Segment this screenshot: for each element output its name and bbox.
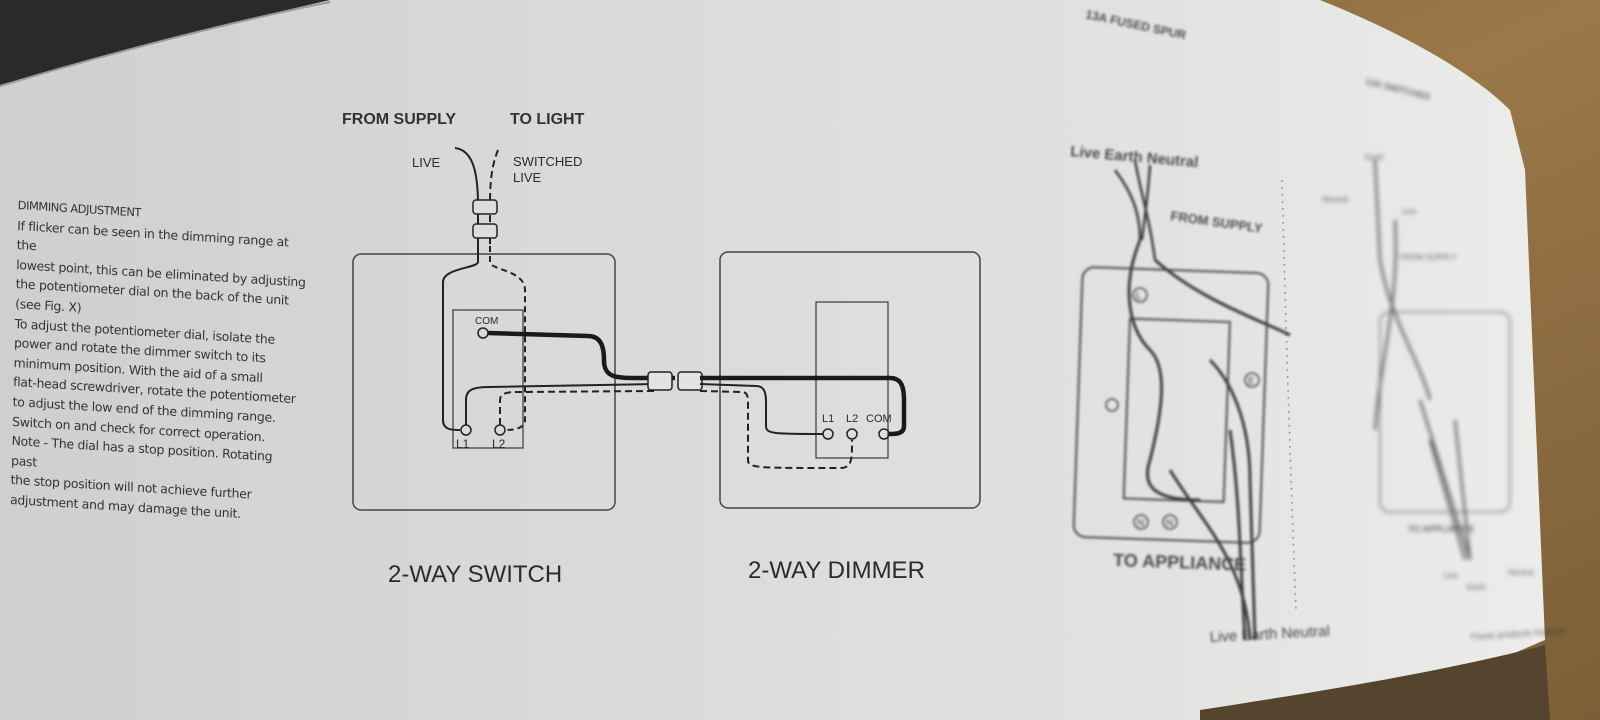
caption-2way-switch: 2-WAY SWITCH [388,561,562,588]
strapper-connector-left [647,371,673,391]
fused-spur-caption: TO APPLIANCE [1113,550,1247,575]
terminal-n-right [1162,514,1178,530]
terminal-n-right-label: N [1166,518,1173,529]
dimming-adjustment-instructions: DIMMING ADJUSTMENT If flicker can be see… [10,196,308,527]
terminal-n-left-label: N [1137,518,1144,529]
spur-terminal-block [1122,317,1231,503]
spur-plate [1072,266,1270,544]
right-top-label-live: Live [1402,207,1417,216]
switch-l1-label: L1 [456,437,470,451]
spur-internal-wiring [1127,239,1291,641]
label-switched: SWITCHED [513,154,582,169]
two-way-wiring-diagram: FROM SUPPLY TO LIGHT LIVE SWITCHED LIVE … [342,111,981,588]
right-bottom-live: Live [1443,571,1458,580]
switch-mechanism [452,309,524,449]
switch-plate [352,253,616,511]
wire-switched-live-to-l2 [489,246,526,431]
dimmer-com-label: COM [866,413,892,425]
caption-2way-dimmer: 2-WAY DIMMER [748,557,925,584]
right-caption: TO APPLIANCE [1408,524,1475,534]
dimmer-l1-label: L1 [822,413,834,425]
supply-cables [1113,159,1157,261]
wire-com-link [487,330,675,381]
wire-live-to-l1 [442,246,479,431]
dimmer-l2-label: L2 [846,413,858,425]
right-bottom-neutral: Neutral [1508,568,1534,577]
right-plate [1379,311,1511,513]
page-top-shadow [0,0,330,85]
page-top-edge [0,1,331,87]
terminal-e-label: E [1248,376,1255,387]
terminal-l-top-label: L [1136,291,1142,302]
wire-strapper-l1 [465,383,656,425]
terminal-n-left [1133,514,1149,530]
right-bottom-earth: Earth [1467,583,1486,592]
dimmer-l1-wire [699,383,824,435]
dimmer-l2-wire [699,390,853,470]
mounting-hole [1105,398,1119,412]
right-wiring [1373,159,1472,561]
switch-com-label: COM [475,316,498,327]
label-from-supply: FROM SUPPLY [342,111,456,128]
terminal-e-right [1244,372,1260,388]
dimmer-l2-terminal [846,428,858,440]
column-divider [1281,179,1297,611]
label-live: LIVE [412,155,441,170]
cable-connector-upper [472,199,498,215]
strapper-connector-right [677,371,703,391]
right-top-label-earth: Earth [1365,153,1384,162]
label-to-light: TO LIGHT [510,111,585,128]
fused-spur-bottom-labels: Live Earth Neutral [1209,623,1330,646]
right-top-label-neutral: Neutral [1322,195,1348,204]
right-label-supply: FROM SUPPLY [1400,253,1457,262]
dimmer-com-wire [700,375,907,437]
switch-l2-label: L2 [492,437,506,451]
page-bottom-edge [1200,645,1550,720]
terminal-l-top [1132,287,1148,303]
wire-strapper-l2 [499,390,656,425]
label-switched-live: LIVE [513,170,542,185]
cable-connector-lower [472,223,498,239]
